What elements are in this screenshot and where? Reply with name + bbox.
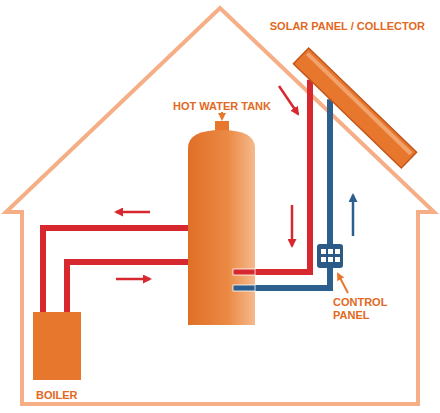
component-label: BOILER [36,389,78,402]
boiler-body [33,312,81,380]
tank-cap [215,121,229,131]
house-outline [6,8,434,404]
control-button [328,249,333,254]
control-button [335,257,340,262]
solar-panel-body [293,48,416,168]
hot-water-tank: HOT WATER TANK [188,130,255,325]
solar-panel: SOLAR PANEL / COLLECTOR [285,40,425,175]
control-panel: CONTROL PANEL [317,244,343,268]
control-button [321,249,326,254]
boiler-shape [33,312,81,380]
boiler: BOILER [33,312,81,380]
flow-arrow [116,278,150,281]
tank-shape [188,130,255,325]
panel-glint [306,52,412,155]
control-button [335,249,340,254]
water-pipe [67,262,188,312]
water-pipe [43,228,188,312]
leader-arrow [338,274,348,293]
control-button [321,257,326,262]
coil-hot [233,269,255,275]
control-box [317,244,343,268]
component-label: HOT WATER TANK [173,100,271,113]
leader-arrow [221,112,223,119]
control-button [328,257,333,262]
water-pipe [327,99,333,244]
flow-arrow [352,195,355,236]
control-shape [317,244,343,268]
flow-arrow [279,86,298,114]
flow-arrow [116,211,150,214]
water-pipe [255,268,330,288]
flow-arrow [291,205,294,246]
component-label: SOLAR PANEL / COLLECTOR [270,20,425,33]
tank-body [188,130,255,325]
coil-cold [233,285,255,291]
panel-shape [285,40,425,175]
component-label: CONTROL PANEL [333,296,397,322]
